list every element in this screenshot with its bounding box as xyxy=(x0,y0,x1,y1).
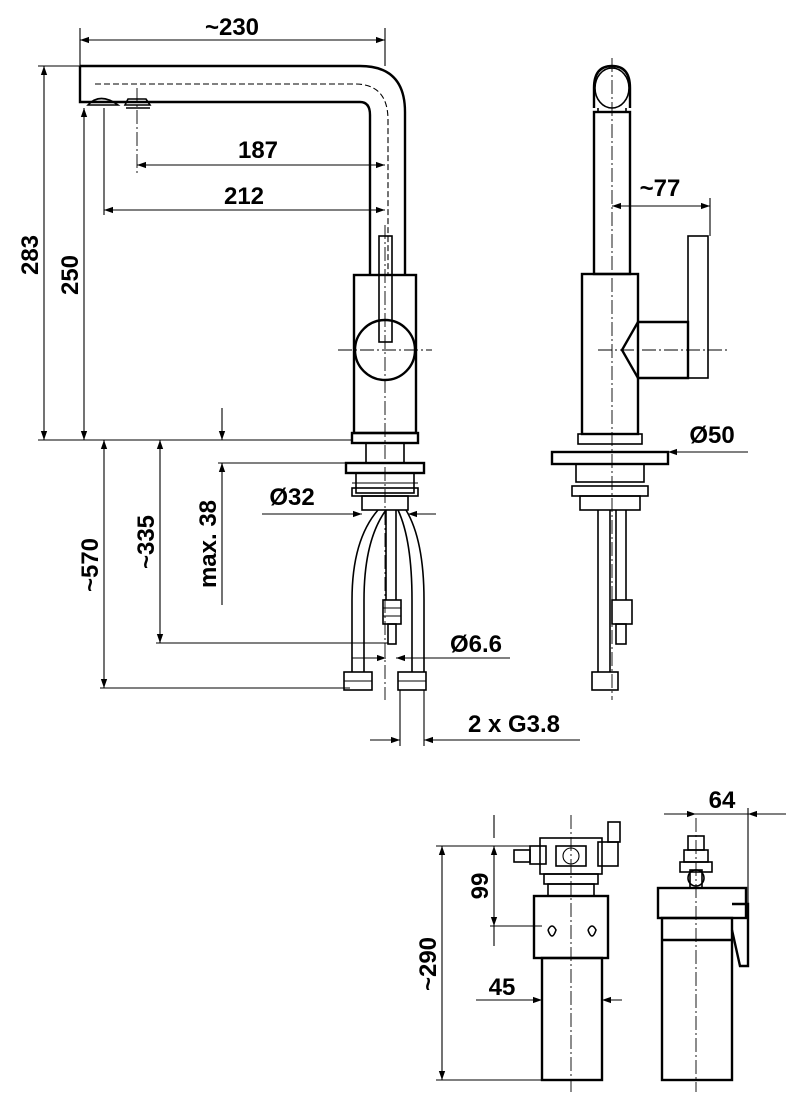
label-reach-212: 212 xyxy=(224,183,264,210)
label-filter-45: 45 xyxy=(489,974,516,1001)
faucet-side-view xyxy=(550,58,730,700)
label-tail-335: ~335 xyxy=(133,515,160,569)
filter-front-view xyxy=(513,815,621,1092)
side-connector xyxy=(591,671,619,691)
label-reach-187: 187 xyxy=(238,137,278,164)
label-reach-230: ~230 xyxy=(205,14,259,41)
label-diameter-32: Ø32 xyxy=(269,484,314,511)
label-filter-64: 64 xyxy=(709,787,736,814)
filter-side-view xyxy=(656,818,750,1092)
label-max-38: max. 38 xyxy=(195,500,222,588)
label-filter-290: ~290 xyxy=(415,937,442,991)
faucet-front-view xyxy=(78,64,432,700)
spout xyxy=(78,64,407,275)
label-height-250: 250 xyxy=(57,255,84,295)
label-connections: 2 x G3.8 xyxy=(468,711,560,738)
side-body xyxy=(580,272,640,436)
side-lever xyxy=(620,320,690,380)
label-hose-570: ~570 xyxy=(77,538,104,592)
label-diameter-50: Ø50 xyxy=(689,422,734,449)
label-diameter-6-6: Ø6.6 xyxy=(450,631,502,658)
filter-front-dimensions xyxy=(436,815,622,1081)
side-view-dimensions xyxy=(612,198,748,456)
filter-side-cartridge xyxy=(660,916,734,1082)
lever-handle xyxy=(378,235,393,343)
aerator xyxy=(86,97,121,106)
front-view-dimensions xyxy=(38,28,580,746)
label-height-283: 283 xyxy=(17,235,44,275)
supply-hoses xyxy=(351,509,387,672)
filter-side-dimensions xyxy=(664,808,786,904)
label-filter-99: 99 xyxy=(467,873,494,900)
filter-side-bracket xyxy=(730,902,750,968)
filter-cartridge xyxy=(540,956,604,1082)
label-offset-77: ~77 xyxy=(640,175,681,202)
dimension-labels: ~230 187 212 283 250 ~570 ~335 max. 38 Ø… xyxy=(17,14,736,1001)
